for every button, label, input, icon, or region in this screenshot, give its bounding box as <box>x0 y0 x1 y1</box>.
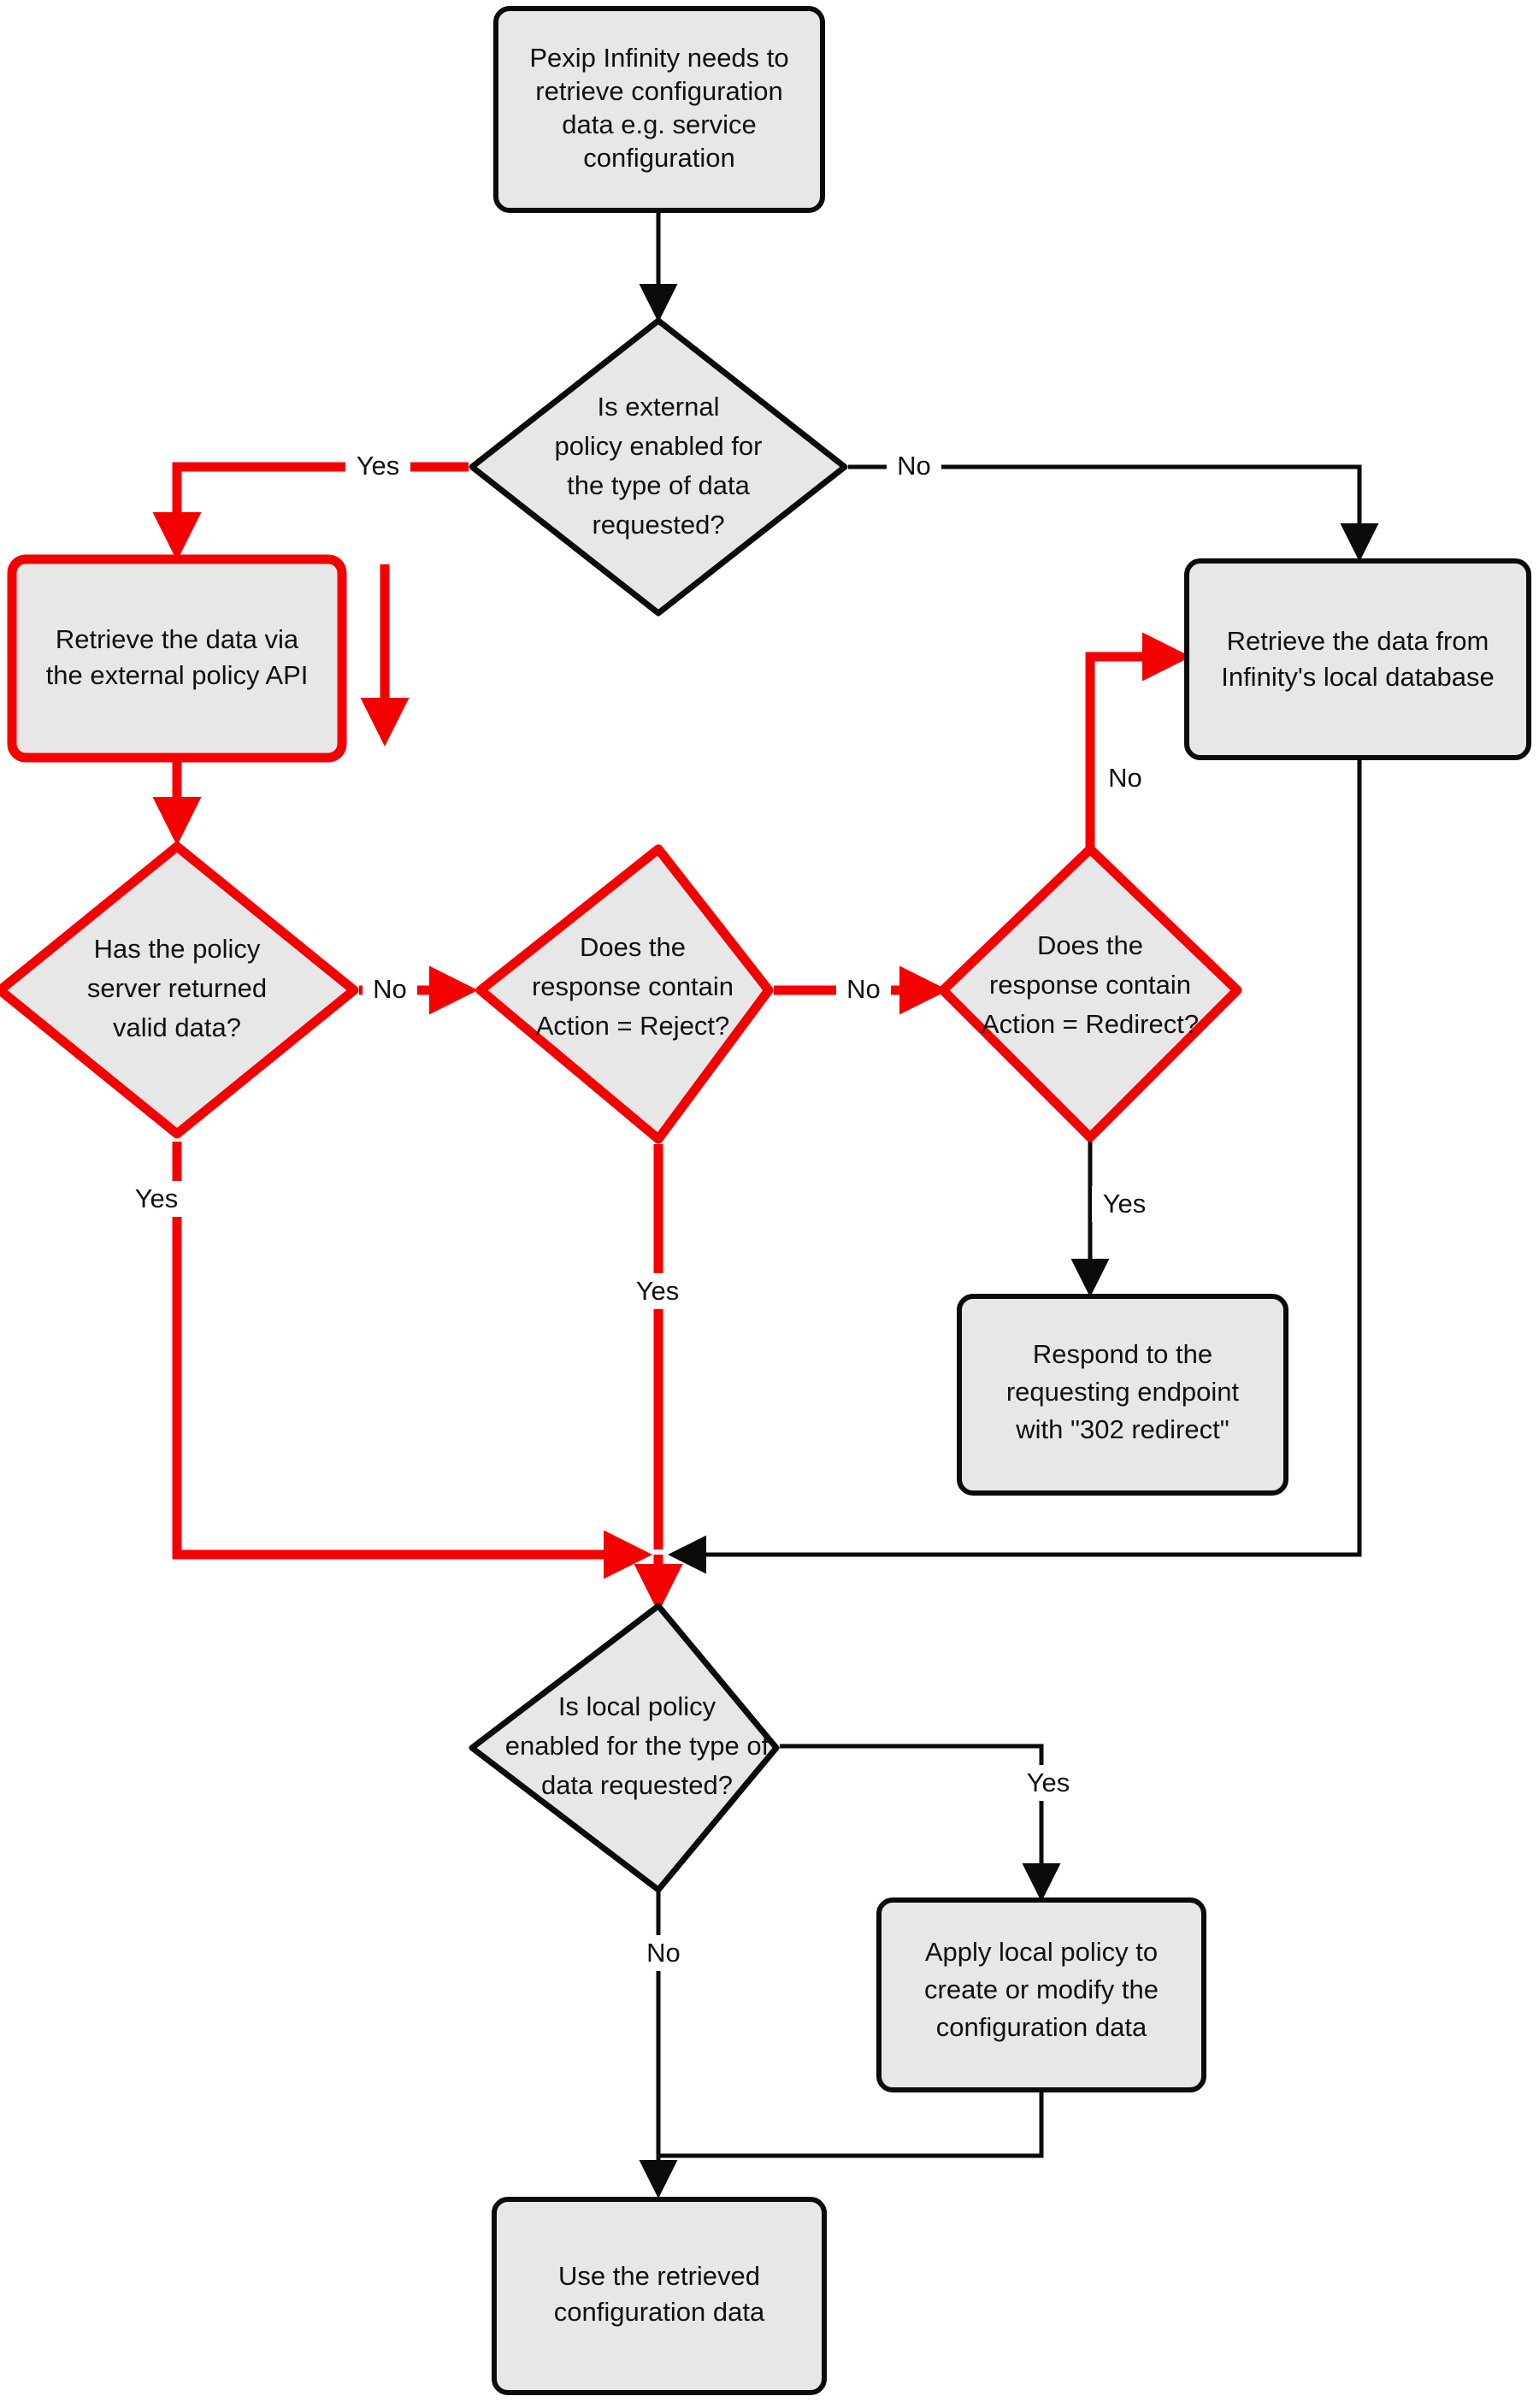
node-respond-line-2: requesting endpoint <box>1006 1377 1240 1407</box>
node-retrieve-local-database[interactable]: Retrieve the data from Infinity's local … <box>1184 558 1531 760</box>
node-localdb-line-2: Infinity's local database <box>1221 662 1495 692</box>
node-use-line-1: Use the retrieved <box>558 2261 760 2291</box>
edge-label-external-no: No <box>887 448 941 484</box>
edge-external-yes <box>152 462 469 562</box>
edge-label-local-policy-no: No <box>636 1935 691 1971</box>
node-start-line-1: Pexip Infinity needs to <box>529 43 788 73</box>
node-apply-line-2: create or modify the <box>924 1974 1159 2004</box>
node-external-line-3: the type of data <box>567 470 750 500</box>
node-api-line-1: Retrieve the data via <box>56 624 299 654</box>
node-reject-line-1: Does the <box>580 932 686 962</box>
node-redirect-line-3: Action = Redirect? <box>982 1009 1199 1039</box>
node-valid-line-2: server returned <box>87 973 267 1003</box>
node-start-line-4: configuration <box>583 143 735 173</box>
node-respond-line-1: Respond to the <box>1033 1339 1212 1369</box>
node-localpolicy-line-3: data requested? <box>541 1770 733 1800</box>
node-redirect-line-1: Does the <box>1037 930 1143 960</box>
node-retrieve-external-api[interactable]: Retrieve the data via the external polic… <box>7 554 347 763</box>
edge-external-no <box>848 464 1379 563</box>
node-start[interactable]: Pexip Infinity needs to retrieve configu… <box>493 6 825 213</box>
svg-text:Yes: Yes <box>636 1276 680 1306</box>
node-respond-line-3: with "302 redirect" <box>1015 1414 1229 1444</box>
node-api-line-2: the external policy API <box>46 660 309 690</box>
edge-label-redirect-no: No <box>1098 760 1153 796</box>
svg-text:Yes: Yes <box>1103 1189 1147 1219</box>
node-reject-line-2: response contain <box>532 971 734 1001</box>
node-start-line-3: data e.g. service <box>562 109 756 139</box>
edge-valid-yes <box>172 1142 653 1579</box>
svg-text:No: No <box>373 974 407 1004</box>
node-decision-local-policy[interactable]: Is local policy enabled for the type of … <box>469 1602 780 1893</box>
node-external-line-1: Is external <box>597 392 719 422</box>
edge-label-external-yes: Yes <box>345 448 410 484</box>
svg-text:No: No <box>897 451 931 481</box>
edge-label-valid-no: No <box>363 971 417 1007</box>
node-valid-line-1: Has the policy <box>94 934 261 964</box>
svg-text:No: No <box>846 974 881 1004</box>
edge-local-db-to-merge <box>667 758 1362 1574</box>
node-external-line-2: policy enabled for <box>555 431 763 461</box>
node-respond-302-redirect[interactable]: Respond to the requesting endpoint with … <box>957 1294 1288 1496</box>
node-decision-valid-data[interactable]: Has the policy server returned valid dat… <box>0 841 359 1139</box>
node-decision-external-policy[interactable]: Is external policy enabled for the type … <box>469 317 848 617</box>
node-redirect-line-2: response contain <box>989 970 1191 1000</box>
svg-text:Yes: Yes <box>1027 1768 1070 1797</box>
svg-text:No: No <box>1108 763 1142 793</box>
node-localpolicy-line-2: enabled for the type of <box>505 1731 770 1761</box>
node-external-line-4: requested? <box>592 510 724 540</box>
node-start-line-2: retrieve configuration <box>535 76 783 106</box>
edge-label-reject-yes: Yes <box>625 1273 690 1309</box>
node-valid-line-3: valid data? <box>113 1012 241 1042</box>
edge-label-local-policy-yes: Yes <box>1016 1765 1081 1801</box>
svg-text:Yes: Yes <box>357 451 400 481</box>
node-localdb-line-1: Retrieve the data from <box>1227 626 1489 656</box>
edge-label-redirect-yes: Yes <box>1092 1186 1157 1222</box>
svg-text:Yes: Yes <box>135 1183 179 1213</box>
node-decision-action-reject[interactable]: Does the response contain Action = Rejec… <box>475 844 774 1144</box>
edge-apply-local-to-use-data <box>658 2089 1044 2158</box>
node-localpolicy-line-1: Is local policy <box>558 1691 716 1721</box>
edge-label-valid-yes: Yes <box>124 1181 189 1217</box>
node-use-line-2: configuration data <box>554 2297 765 2327</box>
svg-text:No: No <box>646 1938 681 1968</box>
edge-local-policy-yes <box>780 1744 1061 1903</box>
node-decision-action-redirect[interactable]: Does the response contain Action = Redir… <box>938 844 1242 1142</box>
node-apply-line-1: Apply local policy to <box>925 1937 1158 1967</box>
edge-label-reject-no: No <box>836 971 891 1007</box>
node-reject-line-3: Action = Reject? <box>536 1011 730 1041</box>
node-apply-local-policy[interactable]: Apply local policy to create or modify t… <box>876 1897 1206 2092</box>
node-apply-line-3: configuration data <box>936 2012 1147 2042</box>
node-use-retrieved-data[interactable]: Use the retrieved configuration data <box>492 2197 827 2395</box>
